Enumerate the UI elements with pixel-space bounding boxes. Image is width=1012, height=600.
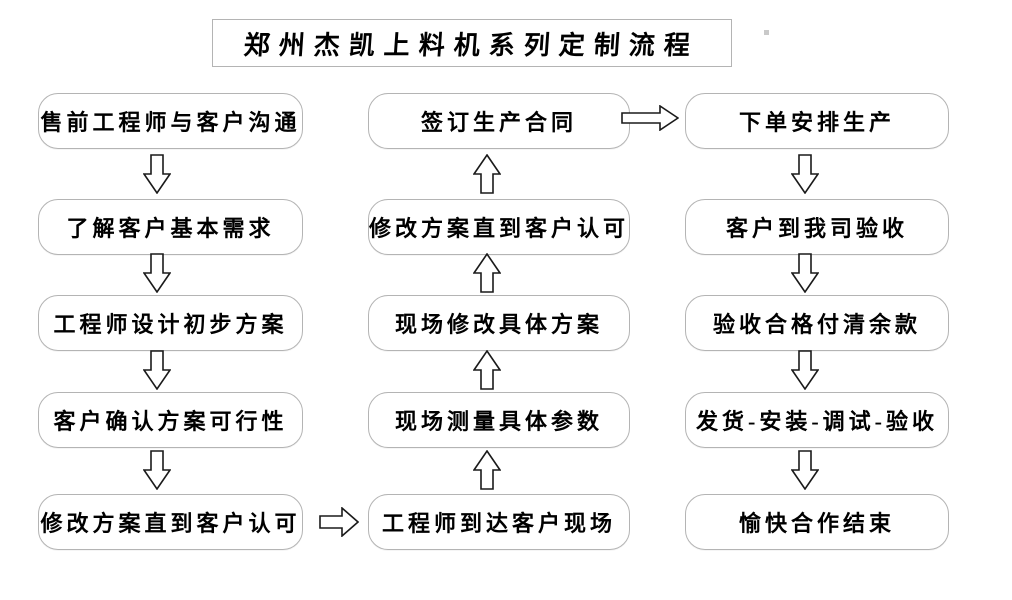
arrow-down-icon [791,154,819,194]
step-onsite-measure-parameters: 现场测量具体参数 [368,392,630,448]
step-onsite-revise-plan: 现场修改具体方案 [368,295,630,351]
arrow-right-icon [319,507,359,537]
arrow-down-icon [791,350,819,390]
title-box: 郑州杰凯上料机系列定制流程 [212,19,732,67]
step-engineer-initial-design: 工程师设计初步方案 [38,295,303,351]
step-pay-balance: 验收合格付清余款 [685,295,949,351]
arrow-down-icon [791,450,819,490]
arrow-down-icon [143,253,171,293]
step-engineer-arrives-site: 工程师到达客户现场 [368,494,630,550]
step-ship-install-debug-accept: 发货-安装-调试-验收 [685,392,949,448]
step-happy-cooperation-end: 愉快合作结束 [685,494,949,550]
step-customer-confirm-feasibility: 客户确认方案可行性 [38,392,303,448]
arrow-up-icon [473,350,501,390]
arrow-down-icon [143,154,171,194]
arrow-up-icon [473,154,501,194]
step-presales-communication: 售前工程师与客户沟通 [38,93,303,149]
step-revise-until-approved-1: 修改方案直到客户认可 [38,494,303,550]
arrow-down-icon [143,450,171,490]
step-place-order-production: 下单安排生产 [685,93,949,149]
step-sign-contract: 签订生产合同 [368,93,630,149]
arrow-down-icon [143,350,171,390]
arrow-up-icon [473,450,501,490]
step-revise-until-approved-2: 修改方案直到客户认可 [368,199,630,255]
arrow-down-icon [791,253,819,293]
step-customer-acceptance-visit: 客户到我司验收 [685,199,949,255]
step-understand-needs: 了解客户基本需求 [38,199,303,255]
arrow-up-icon [473,253,501,293]
stray-dot-icon [764,30,769,35]
page-title: 郑州杰凯上料机系列定制流程 [243,30,701,60]
arrow-right-icon [621,105,679,131]
